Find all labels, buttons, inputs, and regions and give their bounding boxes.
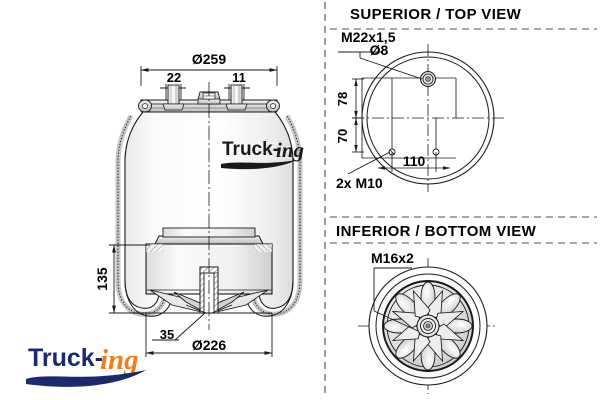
leader-studs [347, 151, 391, 175]
label-piston-base-inset: 35 [160, 327, 174, 342]
label-stud-offset-left: 22 [167, 70, 181, 85]
watermark-logo-text-1: Truck- [222, 139, 279, 160]
label-mounting-studs: 2x M10 [336, 175, 383, 191]
brand-logo-text-primary: Truck- [28, 344, 103, 372]
dimension-piston-height [109, 244, 150, 314]
brand-logo-text-accent: ing [100, 344, 139, 376]
mounting-stud-left [162, 84, 185, 111]
bottom-view-title: INFERIOR / BOTTOM VIEW [336, 223, 537, 240]
bottom-view-centre-boss [416, 314, 440, 338]
label-stud-spacing-vertical-upper: 78 [335, 92, 350, 106]
dimension-stud-spacing-horizontal [377, 152, 451, 172]
main-cross-section-view: Ø259 22 11 [94, 51, 304, 357]
dimension-outer-diameter-top [140, 66, 278, 86]
top-view-leaders [338, 51, 423, 175]
panel-separators [324, 2, 597, 398]
label-piston-diameter: Ø226 [192, 337, 226, 353]
inferior-bottom-view: INFERIOR / BOTTOM VIEW [336, 223, 537, 394]
leader-line [174, 312, 206, 341]
dimension-piston-diameter [145, 313, 273, 357]
label-stud-spacing-horizontal: 110 [403, 153, 426, 169]
label-piston-centre-thread: M16x2 [371, 250, 414, 266]
brand-logo: Truck- ing [26, 344, 146, 387]
air-port-top [420, 71, 436, 87]
watermark-logo-swoosh [221, 160, 296, 170]
watermark-logo-text-2: ing [276, 138, 304, 162]
brand-logo-swoosh [26, 370, 146, 387]
label-stud-offset-right: 11 [232, 70, 246, 85]
superior-top-view: SUPERIOR / TOP VIEW [335, 6, 522, 192]
bottom-view-leader [373, 267, 419, 332]
top-view-title: SUPERIOR / TOP VIEW [350, 6, 522, 23]
label-stud-spacing-vertical-lower: 70 [335, 129, 350, 143]
label-air-port-thread: M22x1,5 [341, 29, 396, 45]
bottom-view-webs [391, 289, 465, 363]
label-outer-diameter-top: Ø259 [192, 51, 226, 67]
mounting-stud-right [225, 84, 248, 111]
watermark-logo: Truck- ing [221, 138, 304, 170]
leader-air-port [359, 57, 423, 80]
dimension-stud-spacing-vertical-lower [352, 117, 364, 153]
dimension-piston-base-inset [152, 312, 206, 341]
label-piston-height: 135 [94, 267, 110, 291]
label-air-port-bore: Ø8 [370, 42, 389, 58]
